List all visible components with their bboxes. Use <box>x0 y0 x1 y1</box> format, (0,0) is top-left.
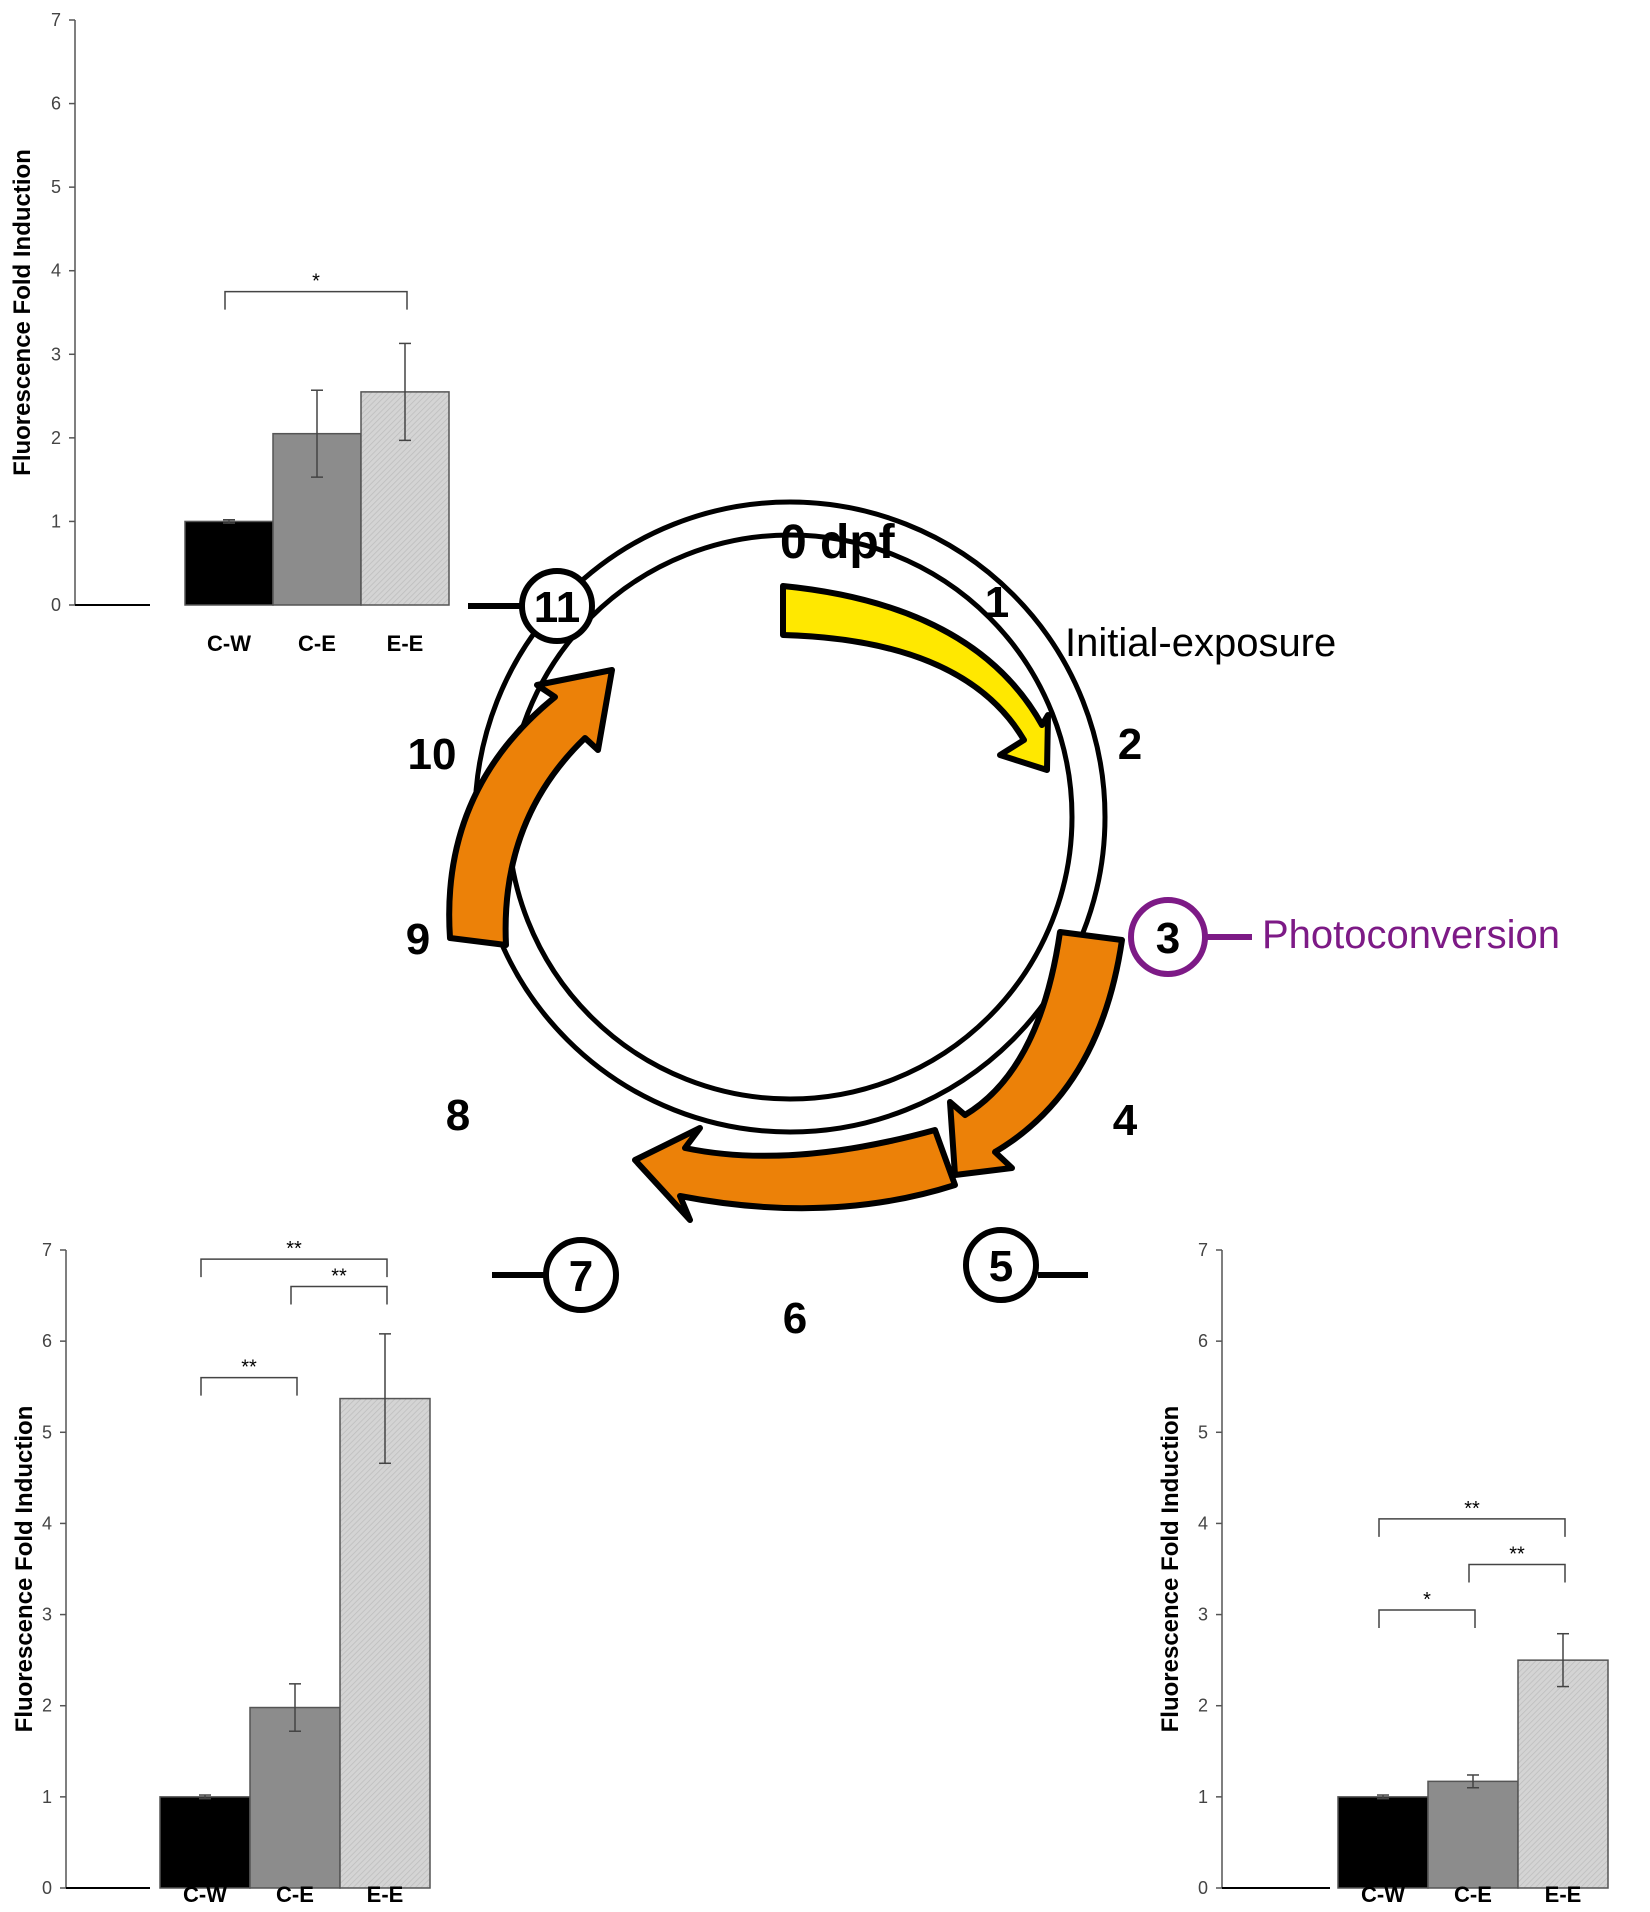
y-tick-label: 3 <box>51 344 61 364</box>
y-tick-label: 5 <box>1198 1422 1208 1442</box>
significance-label: ** <box>1464 1498 1480 1520</box>
y-tick-label: 2 <box>1198 1696 1208 1716</box>
day-label-0: 0 dpf <box>780 516 896 569</box>
day-label-1: 1 <box>985 578 1009 627</box>
y-tick-label: 0 <box>42 1878 52 1898</box>
y-axis-label: Fluorescence Fold Induction <box>9 149 36 476</box>
day-3-circle <box>1128 897 1208 977</box>
significance-bracket <box>1468 1563 1566 1583</box>
significance-bracket <box>200 1376 298 1396</box>
y-axis-label: Fluorescence Fold Induction <box>11 1406 38 1733</box>
x-tick-label-e-e: E-E <box>367 1882 404 1907</box>
y-tick-label: 6 <box>42 1331 52 1351</box>
day-5-circle <box>963 1227 1039 1303</box>
significance-bracket <box>224 290 408 310</box>
dpf-cycle-diagram: 0 dpf 1 2 4 6 8 9 10 Initial-exposure 11… <box>406 499 1560 1343</box>
treatment-arrow-5-to-7 <box>632 1125 958 1223</box>
day-label-2: 2 <box>1118 720 1142 769</box>
x-tick-label-c-w: C-W <box>183 1882 227 1907</box>
day-label-11: 11 <box>534 583 581 632</box>
y-tick-label: 5 <box>51 177 61 197</box>
y-tick-label: 6 <box>51 94 61 114</box>
day-label-5: 5 <box>989 1242 1013 1291</box>
bar-e-e <box>1517 1659 1609 1889</box>
significance-bracket <box>290 1285 388 1305</box>
day-label-7: 7 <box>569 1252 593 1301</box>
initial-exposure-arrow <box>780 583 1051 773</box>
day-label-8: 8 <box>446 1091 470 1140</box>
significance-bracket <box>1378 1609 1476 1629</box>
y-axis-label: Fluorescence Fold Induction <box>1157 1406 1184 1733</box>
y-tick-label: 4 <box>1198 1513 1208 1533</box>
day-label-6: 6 <box>783 1294 807 1343</box>
bar-c-w <box>1337 1796 1429 1889</box>
x-tick-label-c-e: C-E <box>298 631 336 656</box>
x-tick-label-c-w: C-W <box>207 631 251 656</box>
bar-c-w <box>159 1796 251 1889</box>
day-7-circle <box>543 1237 619 1313</box>
y-tick-label: 1 <box>1198 1787 1208 1807</box>
significance-label: * <box>1423 1589 1431 1611</box>
day-11-circle <box>519 568 595 644</box>
x-tick-label-e-e: E-E <box>1545 1882 1582 1907</box>
y-tick-label: 7 <box>1198 1240 1208 1260</box>
initial-exposure-label: Initial-exposure <box>1065 621 1336 665</box>
day-label-4: 4 <box>1113 1096 1138 1145</box>
y-tick-label: 7 <box>51 10 61 30</box>
y-tick-label: 7 <box>42 1240 52 1260</box>
y-tick-label: 2 <box>42 1696 52 1716</box>
y-tick-label: 1 <box>51 511 61 531</box>
y-tick-label: 3 <box>42 1605 52 1625</box>
x-tick-label-c-w: C-W <box>1361 1882 1405 1907</box>
bar-e-e <box>339 1397 431 1889</box>
significance-bracket <box>1378 1518 1566 1537</box>
bar-c-w <box>184 520 274 606</box>
y-tick-label: 0 <box>1198 1878 1208 1898</box>
y-tick-label: 3 <box>1198 1605 1208 1625</box>
treatment-arrow-9-to-11 <box>446 667 615 948</box>
day-label-10: 10 <box>408 730 457 779</box>
treatment-arrow-3-to-4 <box>947 929 1125 1178</box>
y-tick-label: 4 <box>42 1513 52 1533</box>
y-tick-label: 0 <box>51 595 61 615</box>
significance-label: ** <box>331 1265 347 1287</box>
significance-bracket <box>200 1258 388 1278</box>
y-tick-label: 2 <box>51 428 61 448</box>
photoconversion-label: Photoconversion <box>1262 913 1560 957</box>
significance-label: * <box>312 271 320 293</box>
bar-c-e <box>1427 1780 1519 1889</box>
y-tick-label: 4 <box>51 261 61 281</box>
x-tick-label-c-e: C-E <box>1454 1882 1492 1907</box>
y-tick-label: 6 <box>1198 1331 1208 1351</box>
day-label-3: 3 <box>1156 914 1180 963</box>
x-tick-label-c-e: C-E <box>276 1882 314 1907</box>
significance-label: ** <box>1509 1543 1525 1565</box>
x-tick-label-e-e: E-E <box>387 631 424 656</box>
bar-c-e <box>249 1706 341 1889</box>
y-tick-label: 5 <box>42 1422 52 1442</box>
y-tick-label: 1 <box>42 1787 52 1807</box>
significance-label: ** <box>241 1357 257 1379</box>
significance-label: ** <box>286 1238 302 1260</box>
day-label-9: 9 <box>406 915 430 964</box>
